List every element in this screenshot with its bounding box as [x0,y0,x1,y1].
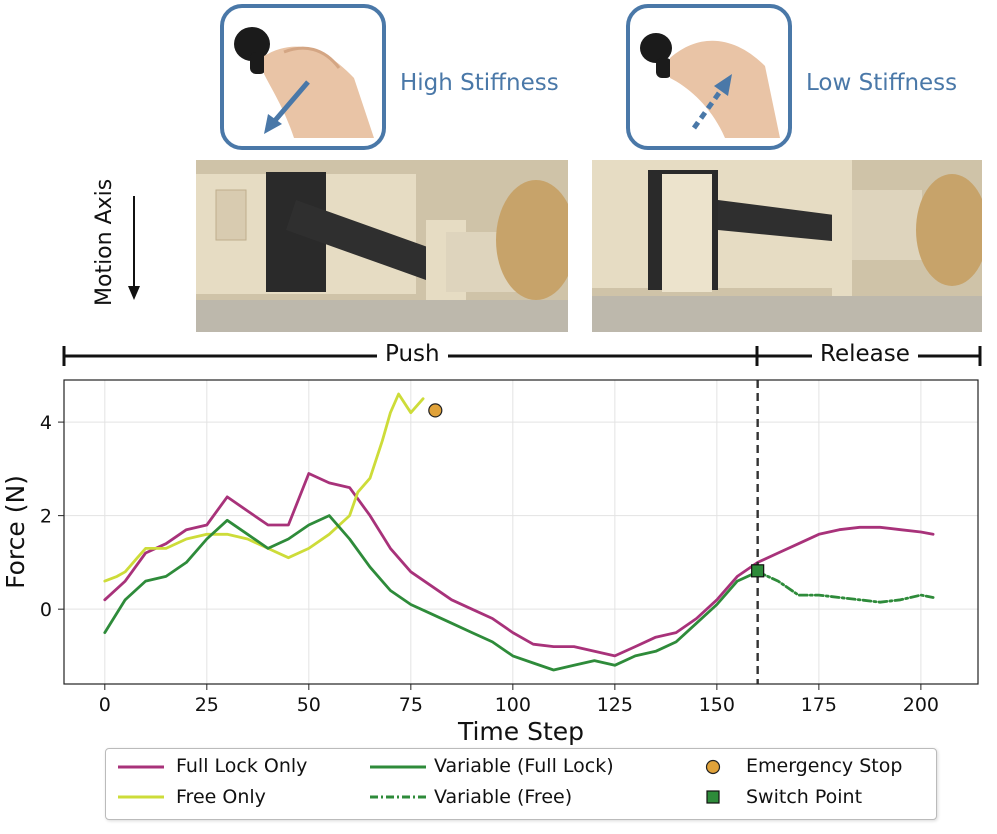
legend-label-switch-point: Switch Point [746,786,863,808]
legend-label-variable-free: Variable (Free) [434,786,573,808]
hand-pushing-knob-icon [234,27,374,138]
motion-axis-arrow-icon [128,196,140,300]
plot-frame [63,379,979,685]
x-tick-label: 50 [297,694,321,716]
series-free-only [103,392,425,583]
x-tick-label: 150 [699,694,735,716]
legend-switch-point-marker [706,790,720,804]
x-tick-label: 175 [801,694,837,716]
legend-label-free-only: Free Only [176,786,266,808]
push-phase-label: Push [377,341,448,367]
legend-label-variable-full-lock: Variable (Full Lock) [434,755,614,777]
x-tick-label: 25 [195,694,219,716]
release-phase-label: Release [812,341,918,367]
x-tick-label: 0 [99,694,111,716]
chart-markers [428,403,765,578]
low-stiffness-label: Low Stiffness [806,70,958,96]
series-full-lock-only [103,472,935,658]
x-tick-label: 100 [495,694,531,716]
chart-ticks: 0 25 50 75 100 125 150 175 200 0 2 4 [40,412,939,716]
chart-grid [64,380,978,684]
legend-emergency-stop-marker [705,759,721,775]
force-chart: 0 25 50 75 100 125 150 175 200 0 2 4 Time Step Forc… [1,379,979,746]
x-tick-label: 75 [399,694,423,716]
emergency-stop-marker [428,403,443,418]
series-variable-full-lock [103,514,760,672]
hand-releasing-knob-icon [640,33,780,138]
legend-label-emergency-stop: Emergency Stop [746,755,903,777]
legend-label-full-lock-only: Full Lock Only [176,755,308,777]
robot-photo-release [592,160,982,332]
low-stiffness-inset [626,4,792,150]
high-stiffness-label: High Stiffness [400,70,559,96]
x-tick-label: 200 [903,694,939,716]
x-axis-label: Time Step [457,717,584,746]
robot-photo-push [196,160,568,332]
y-axis-label: Force (N) [1,475,30,589]
series-variable-free [756,570,935,604]
y-tick-label: 2 [40,506,52,528]
chart-series [103,380,935,684]
switch-point-marker [751,564,765,578]
x-tick-label: 125 [597,694,633,716]
chart-legend: Full Lock Only Free Only Variable (Full … [105,748,937,820]
motion-axis-label: Motion Axis [92,178,117,306]
y-tick-label: 0 [40,599,52,621]
high-stiffness-inset [220,4,386,150]
y-tick-label: 4 [40,412,52,434]
